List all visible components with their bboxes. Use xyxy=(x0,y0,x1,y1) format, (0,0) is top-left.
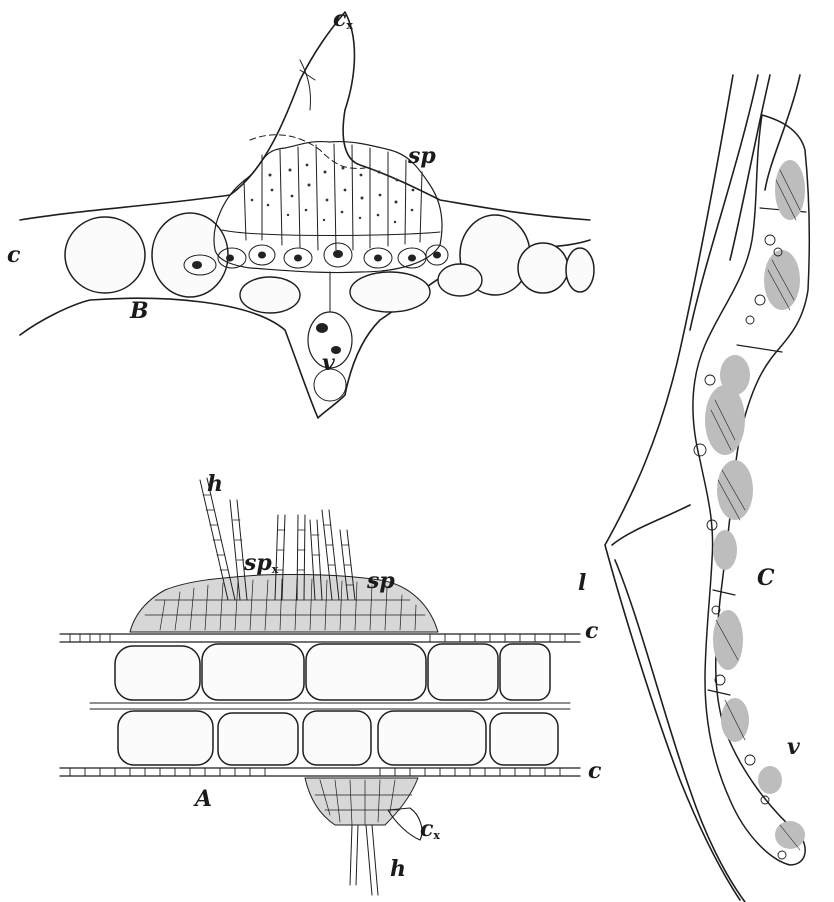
panel-label-b: B xyxy=(130,300,149,322)
label-a-cx: cx xyxy=(420,818,440,841)
panel-a-section xyxy=(60,478,580,895)
label-b-sp: sp xyxy=(408,145,436,167)
label-b-c: c xyxy=(7,244,20,266)
label-a-spx: spx xyxy=(244,552,278,575)
label-a-h-top: h xyxy=(207,473,223,495)
label-c-v: v xyxy=(787,736,800,758)
panel-b-section xyxy=(20,12,594,418)
panel-label-a: A xyxy=(195,788,212,810)
label-a-sp: sp xyxy=(367,570,395,592)
label-a-c-lower: c xyxy=(588,760,601,782)
panel-c-section xyxy=(605,75,809,902)
label-b-v: v xyxy=(322,352,335,374)
label-b-cx: cx xyxy=(333,8,353,31)
panel-label-c: C xyxy=(757,567,775,589)
label-c-l: l xyxy=(578,572,586,594)
label-a-c-upper: c xyxy=(585,620,598,642)
label-a-h-bottom: h xyxy=(390,858,406,880)
